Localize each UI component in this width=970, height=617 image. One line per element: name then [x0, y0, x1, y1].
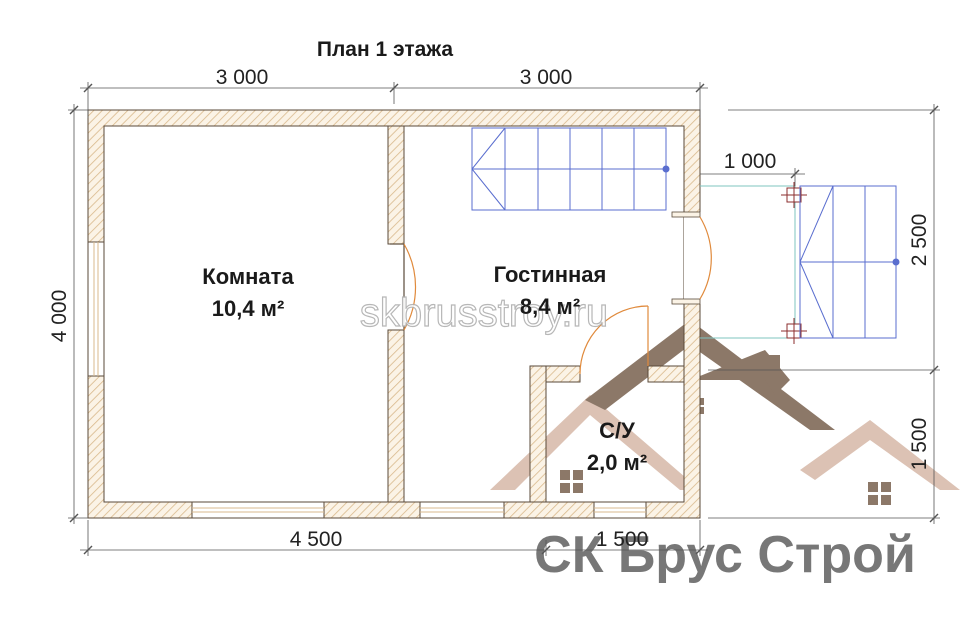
company-logo: СК Брус Строй [490, 320, 960, 584]
window-bottom-living [419, 501, 505, 519]
dimension-lines [68, 82, 940, 556]
window-left [87, 241, 105, 377]
room-name-gostinnaya: Гостинная [494, 262, 607, 287]
entrance-opening [684, 212, 701, 304]
room-name-su: С/У [599, 418, 635, 443]
dim-bottom-right: 1 500 [596, 528, 649, 551]
room-name-komnata: Комната [202, 264, 294, 289]
dim-left: 4 000 [48, 290, 71, 343]
room-area-su: 2,0 м² [587, 450, 647, 475]
doors [390, 216, 712, 375]
logo-text: СК Брус Строй [534, 526, 916, 584]
watermark: skbrusstroy.ru [360, 291, 608, 335]
window-bottom-bath [593, 501, 647, 519]
stairs-exterior [799, 185, 900, 339]
door-room [403, 243, 417, 331]
dim-bottom-left: 4 500 [290, 528, 343, 551]
porch [700, 185, 796, 339]
dim-porch-width: 1 000 [724, 150, 777, 173]
dim-right-upper: 2 500 [908, 214, 931, 267]
dim-right-lower: 1 500 [908, 418, 931, 471]
plan-title: План 1 этажа [317, 38, 454, 61]
dimension-ticks [69, 83, 939, 555]
door-entrance [699, 216, 712, 300]
dim-top-right: 3 000 [520, 66, 573, 89]
stairs-interior [471, 127, 670, 211]
porch-posts [781, 182, 807, 344]
logo-roof-icon [490, 320, 960, 505]
room-area-gostinnaya: 8,4 м² [520, 294, 580, 319]
door-bathroom [579, 305, 649, 375]
room-area-komnata: 10,4 м² [212, 296, 285, 321]
window-bottom-room [191, 501, 325, 519]
dim-top-left: 3 000 [216, 66, 269, 89]
